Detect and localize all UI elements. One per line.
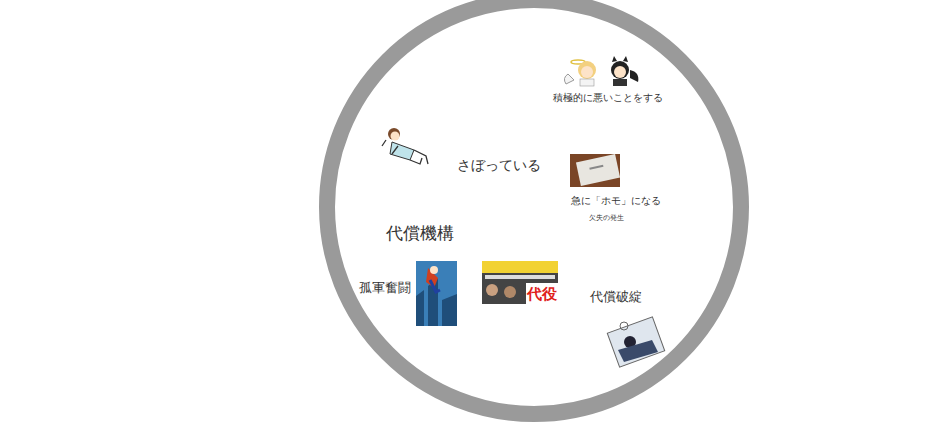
sad-person-in-bed-icon [607, 317, 664, 367]
superhero-picture [416, 261, 457, 326]
sub-note: 欠失の発生 [589, 214, 624, 222]
state-label: 孤軍奮闘 [359, 281, 411, 296]
tv-show-picture [482, 261, 558, 304]
ring-outline [327, 0, 741, 414]
note-label: 積極的に悪いことをする [553, 92, 663, 104]
state-label: さぼっている [457, 157, 541, 173]
angel-devil-icon [564, 56, 638, 86]
envelope-photo [570, 154, 620, 187]
heading-label: 代償機構 [386, 224, 454, 244]
state-label: 急に「ホモ」になる [571, 195, 661, 207]
picture-text: 代役 [527, 286, 557, 303]
state-label: 代償破綻 [590, 290, 642, 305]
lying-person-icon [382, 128, 428, 164]
